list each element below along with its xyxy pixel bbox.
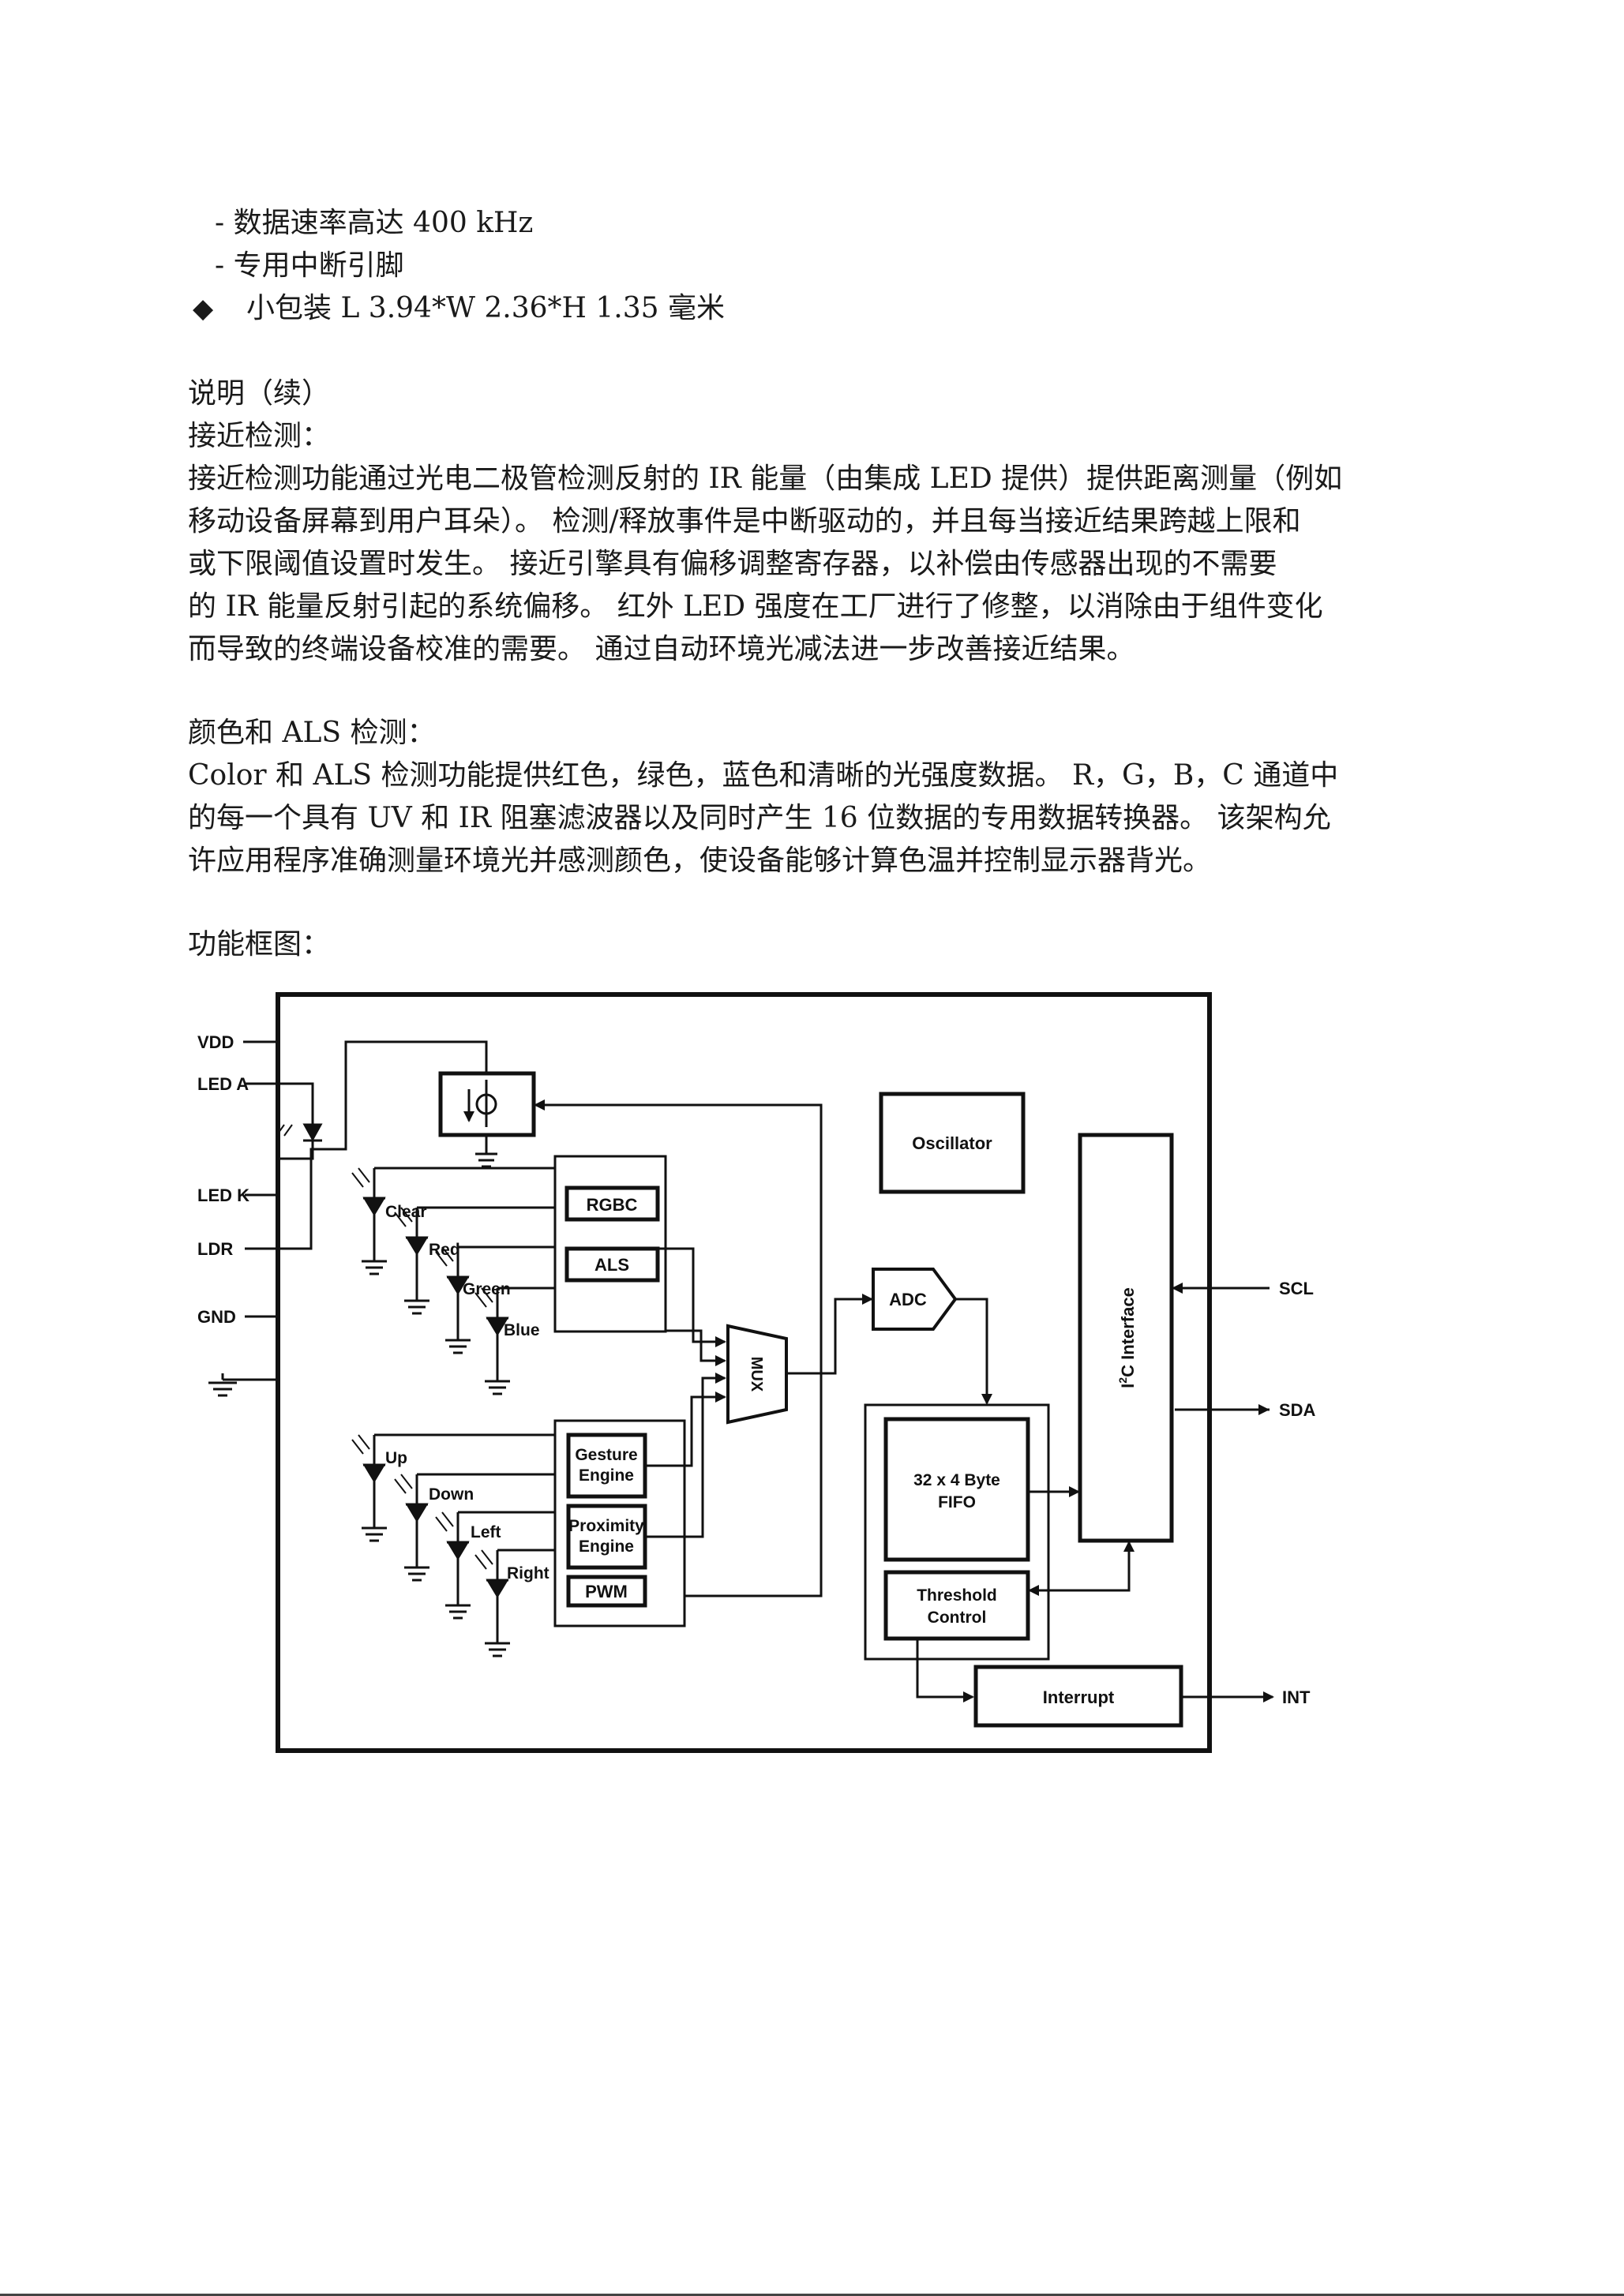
pin-int-label: INT — [1282, 1687, 1311, 1707]
proximity-paragraph-line: 而导致的终端设备校准的需要。 通过自动环境光减法进一步改善接近结果。 — [188, 633, 1135, 665]
adc-label: ADC — [889, 1290, 927, 1309]
feature-data-rate: - 数据速率高达 400 kHz — [215, 207, 534, 239]
description-heading: 说明（续） — [188, 377, 331, 410]
als-block-label: ALS — [594, 1255, 629, 1275]
pin-sda-label: SDA — [1279, 1400, 1316, 1420]
pin-led-a-label: LED A — [197, 1074, 249, 1094]
threshold-control-label: Control — [928, 1609, 987, 1627]
photodiode-green-label: Green — [463, 1280, 511, 1298]
photodiode-icon — [435, 1511, 471, 1620]
color-als-heading: 颜色和 ALS 检测： — [188, 717, 436, 749]
photodiode-up-label: Up — [385, 1449, 407, 1467]
svg-text:I2C Interface: I2C Interface — [1116, 1287, 1138, 1388]
proximity-paragraph-line: 的 IR 能量反射引起的系统偏移。 红外 LED 强度在工厂进行了修整，以消除由… — [188, 590, 1323, 623]
feature-interrupt-pin: - 专用中断引脚 — [215, 249, 404, 282]
diamond-bullet-icon: ◆ — [193, 293, 214, 324]
photodiode-blue-label: Blue — [504, 1321, 540, 1339]
photodiode-icon — [394, 1474, 429, 1582]
page-bottom-rule — [0, 2294, 1624, 2296]
proximity-paragraph-line: 移动设备屏幕到用户耳朵）。 检测/释放事件是中断驱动的，并且每当接近结果跨越上限… — [188, 505, 1301, 537]
interrupt-label: Interrupt — [1043, 1687, 1115, 1707]
photodiode-icon — [435, 1246, 471, 1354]
photodiode-icon — [351, 1167, 387, 1275]
block-diagram-heading: 功能框图： — [188, 928, 331, 961]
fifo-label: 32 x 4 Byte — [913, 1471, 1000, 1489]
photodiode-clear-label: Clear — [385, 1203, 427, 1221]
proximity-heading: 接近检测： — [188, 420, 331, 452]
mux-label: MUX — [748, 1357, 765, 1392]
gesture-engine-label: Engine — [579, 1466, 634, 1485]
photodiode-left-label: Left — [471, 1523, 501, 1541]
i2c-interface-label: I2C Interface — [1116, 1287, 1138, 1388]
oscillator-label: Oscillator — [912, 1133, 992, 1153]
photodiode-icon — [351, 1434, 387, 1542]
photodiode-icon — [474, 1287, 510, 1395]
rgbc-block-label: RGBC — [587, 1195, 638, 1215]
chip-outline — [276, 992, 1212, 1753]
photodiode-right-label: Right — [507, 1564, 549, 1582]
photodiode-red-label: Red — [429, 1241, 460, 1259]
pin-ldr-label: LDR — [197, 1239, 233, 1259]
threshold-control-label: Threshold — [917, 1586, 997, 1605]
feature-package-size: 小包装 L 3.94*W 2.36*H 1.35 毫米 — [246, 292, 725, 324]
pin-led-k-label: LED K — [197, 1185, 249, 1205]
photodiode-down-label: Down — [429, 1485, 474, 1504]
proximity-engine-label: Proximity — [568, 1517, 644, 1535]
functional-block-diagram: VDD LED A LED K LDR GND Clear Red Green … — [197, 992, 1316, 1753]
proximity-paragraph-line: 接近检测功能通过光电二极管检测反射的 IR 能量（由集成 LED 提供）提供距离… — [188, 463, 1343, 495]
photodiode-icon — [474, 1549, 510, 1657]
color-paragraph-line: 的每一个具有 UV 和 IR 阻塞滤波器以及同时产生 16 位数据的专用数据转换… — [188, 802, 1331, 834]
pin-scl-label: SCL — [1279, 1279, 1314, 1298]
pwm-block-label: PWM — [585, 1582, 628, 1601]
color-paragraph-line: 许应用程序准确测量环境光并感测颜色，使设备能够计算色温并控制显示器背光。 — [188, 845, 1212, 877]
gesture-engine-label: Gesture — [575, 1446, 637, 1464]
pin-vdd-label: VDD — [197, 1032, 234, 1052]
fifo-label: FIFO — [938, 1493, 976, 1511]
proximity-engine-label: Engine — [579, 1538, 634, 1556]
photodiode-icon — [394, 1207, 429, 1315]
pin-gnd-label: GND — [197, 1307, 236, 1327]
proximity-paragraph-line: 或下限阈值设置时发生。 接近引擎具有偏移调整寄存器，以补偿由传感器出现的不需要 — [188, 548, 1277, 580]
color-paragraph-line: Color 和 ALS 检测功能提供红色，绿色，蓝色和清晰的光强度数据。 R，G… — [188, 759, 1339, 792]
